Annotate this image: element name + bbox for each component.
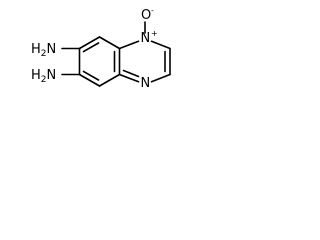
oxygen-atom-label: O xyxy=(141,8,151,23)
bond-fusion-top-to-n-oxide xyxy=(118,40,140,50)
bond-left-ring-upper-left-double xyxy=(82,42,100,53)
molecule-diagram: O - N + N H2N H2N xyxy=(0,0,200,140)
bond-n-oxide-right-top xyxy=(150,40,171,50)
oxygen-charge: - xyxy=(151,6,154,15)
top-amine-label: H2N xyxy=(31,42,56,59)
n-oxide-charge: + xyxy=(151,29,158,38)
bond-right-bottom-to-ring-n xyxy=(150,73,171,83)
bond-left-ring-lower-left xyxy=(78,73,101,87)
bond-left-ring-lower-left-double xyxy=(82,70,100,81)
bond-ring-n-to-fusion-bottom xyxy=(118,73,140,83)
ring-n-atom-label: N xyxy=(141,76,151,91)
bond-left-ring-upper-left xyxy=(78,36,101,50)
bond-ring-n-to-fusion-bottom-double xyxy=(122,69,140,78)
bottom-amine-label: H2N xyxy=(31,68,56,85)
bonds xyxy=(61,21,171,87)
n-oxide-atom-label: N xyxy=(141,31,151,46)
atom-labels: O - N + N H2N H2N xyxy=(31,6,158,91)
bond-left-ring-bottom xyxy=(98,73,121,87)
bond-left-ring-top xyxy=(98,36,121,50)
structure-svg: O - N + N H2N H2N xyxy=(31,6,171,91)
